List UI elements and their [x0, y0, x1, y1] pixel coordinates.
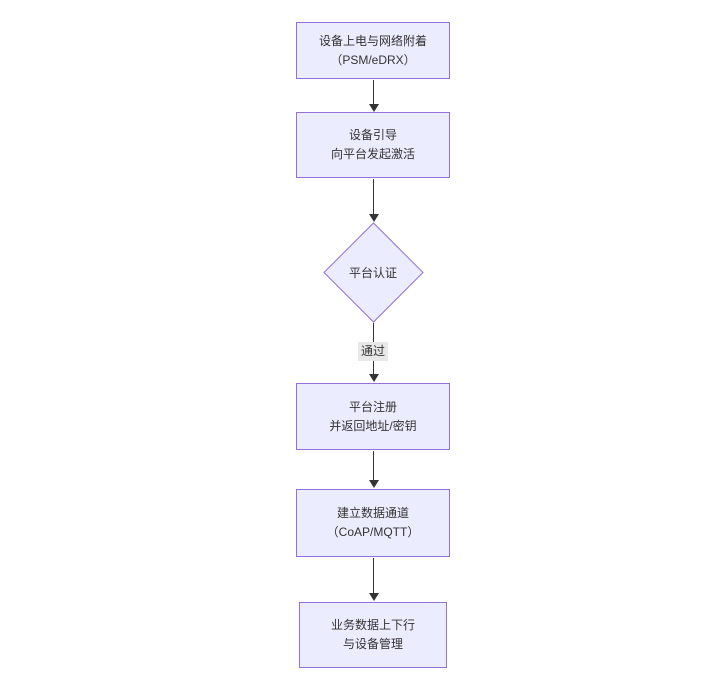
node-text-line: 设备引导 [348, 128, 397, 142]
arrowhead-icon [368, 104, 379, 112]
arrowhead-icon [368, 374, 379, 382]
arrowhead-icon [368, 214, 379, 222]
arrow-line [373, 451, 374, 484]
node-text-line: 平台认证 [348, 265, 397, 280]
node-text-line: 并返回地址/密钥 [329, 418, 417, 433]
flowchart-node-register: 平台注册 并返回地址/密钥 [296, 383, 450, 450]
edge-label-pass: 通过 [357, 342, 389, 361]
flowchart-node-power-attach: 设备上电与网络附着 （PSM/eDRX） [296, 22, 450, 79]
node-text-line: 业务数据上下行 [330, 618, 415, 632]
arrow-line [373, 558, 374, 597]
arrow-connector [368, 80, 379, 112]
node-text-line: （PSM/eDRX） [330, 52, 416, 67]
flowchart-node-bootstrap: 设备引导 向平台发起激活 [296, 112, 450, 178]
node-text-line: 建立数据通道 [336, 506, 409, 520]
node-text-line: 与设备管理 [342, 637, 403, 651]
node-text-line: 向平台发起激活 [330, 147, 415, 161]
arrow-connector [368, 558, 379, 601]
arrow-connector [368, 179, 379, 222]
arrow-line [373, 179, 374, 218]
arrowhead-icon [368, 480, 379, 488]
arrow-line [373, 80, 374, 108]
flowchart-node-business-data: 业务数据上下行 与设备管理 [299, 602, 447, 668]
flowchart-node-data-channel: 建立数据通道 （CoAP/MQTT） [296, 489, 450, 557]
node-text-line: 设备上电与网络附着 [318, 33, 427, 48]
arrowhead-icon [368, 593, 379, 601]
node-text-line: （CoAP/MQTT） [326, 525, 420, 539]
node-text-line: 平台注册 [348, 399, 397, 414]
flowchart-node-auth-decision: 平台认证 [322, 221, 424, 323]
arrow-connector [368, 451, 379, 488]
